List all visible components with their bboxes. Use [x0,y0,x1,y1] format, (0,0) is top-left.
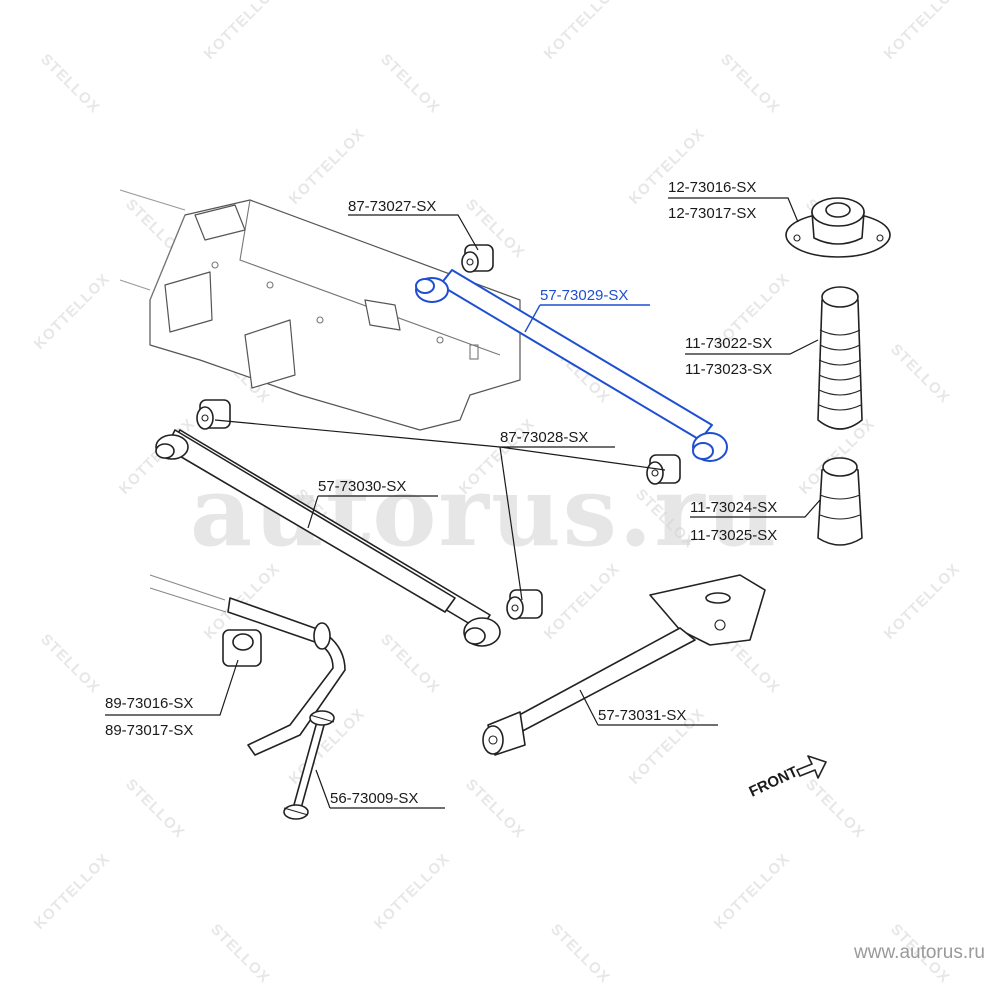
watermark-text: STELLOX [377,51,443,117]
watermark-text: STELLOX [377,631,443,697]
front-arrow-icon [796,755,827,779]
callout-89-73016[interactable]: 89-73016-SX [105,695,193,712]
watermark-text: KOTTELLOX [201,0,284,63]
bump-stop-11-73024[interactable] [817,457,863,546]
stabilizer-bar[interactable] [149,574,346,756]
callout-57-73031[interactable]: 57-73031-SX [598,707,686,724]
watermark-text: STELLOX [122,776,188,842]
watermark-text: STELLOX [887,341,953,407]
callout-87-73028[interactable]: 87-73028-SX [500,429,588,446]
callout-12-73017[interactable]: 12-73017-SX [668,205,756,222]
stabilizer-bushing-89-73016[interactable] [222,629,262,667]
callout-89-73017[interactable]: 89-73017-SX [105,722,193,739]
watermark-text: STELLOX [37,631,103,697]
watermark-text: KOTTELLOX [371,850,454,933]
callout-11-73022[interactable]: 11-73022-SX [685,335,772,352]
bushing-87-73028-a[interactable] [196,399,231,430]
front-label: FRONT [747,763,801,800]
callout-12-73016[interactable]: 12-73016-SX [668,179,756,196]
callout-11-73024[interactable]: 11-73024-SX [690,499,777,516]
callout-57-73030[interactable]: 57-73030-SX [318,478,406,495]
watermark-text: STELLOX [547,921,613,987]
callout-11-73025[interactable]: 11-73025-SX [690,527,777,544]
strut-mount-12-73016[interactable] [785,197,891,258]
leader-lines [105,197,821,809]
watermark-text: KOTTELLOX [881,560,964,643]
callout-11-73023[interactable]: 11-73023-SX [685,361,772,378]
trailing-arm-57-73031[interactable] [482,574,766,756]
stabilizer-link-56-73009[interactable] [283,710,335,820]
callout-57-73029[interactable]: 57-73029-SX [540,287,628,304]
callout-87-73027[interactable]: 87-73027-SX [348,198,436,215]
watermark-text: KOTTELLOX [31,270,114,353]
bushing-87-73028-c[interactable] [506,589,543,620]
callout-56-73009[interactable]: 56-73009-SX [330,790,418,807]
watermark-text: STELLOX [462,776,528,842]
watermark-text: KOTTELLOX [881,0,964,63]
watermark-text: STELLOX [207,921,273,987]
callout-labels: 87-73027-SX 57-73029-SX 12-73016-SX 12-7… [105,179,777,807]
footer-site-url[interactable]: www.autorus.ru [853,942,985,963]
watermark-text: KOTTELLOX [711,850,794,933]
watermark-text: KOTTELLOX [31,850,114,933]
dust-boot-11-73022[interactable] [817,286,863,430]
upper-control-arm-highlighted[interactable] [415,269,728,462]
watermark-text: STELLOX [802,776,868,842]
bushing-87-73027[interactable] [461,244,494,273]
watermark-text: KOTTELLOX [541,0,624,63]
watermark-text: KOTTELLOX [541,560,624,643]
watermark-text: STELLOX [717,51,783,117]
subframe [119,189,521,431]
watermark-text: KOTTELLOX [286,125,369,208]
watermark-text: STELLOX [37,51,103,117]
